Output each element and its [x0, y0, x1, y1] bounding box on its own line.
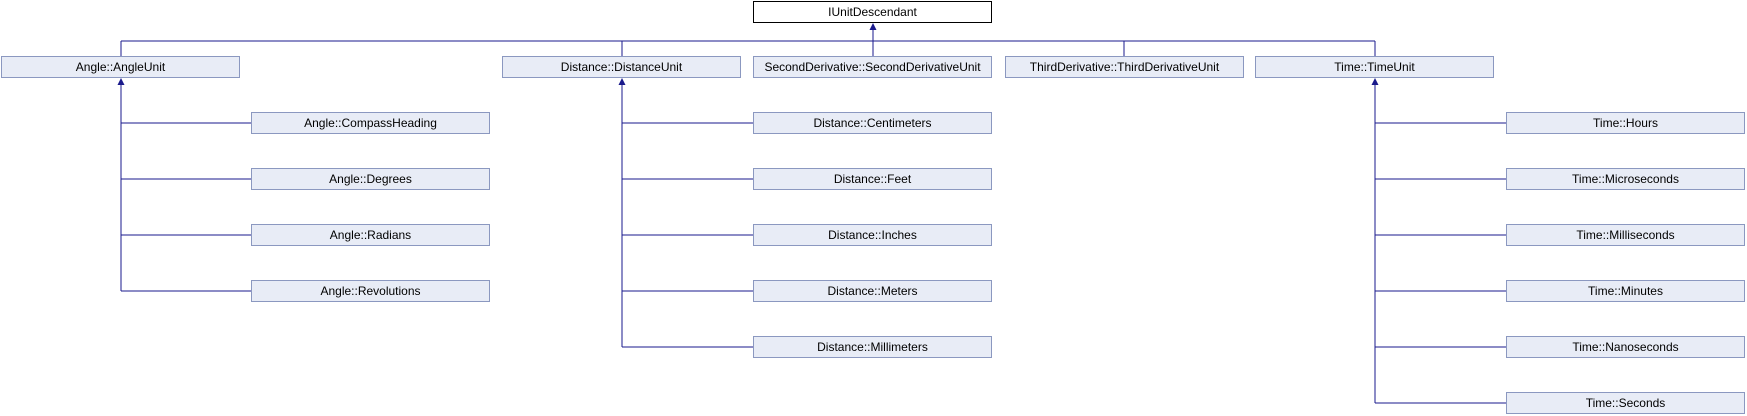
node-angle-radians[interactable]: Angle::Radians: [251, 224, 490, 246]
group-arrowhead-2: [1371, 78, 1379, 85]
node-time-milliseconds[interactable]: Time::Milliseconds: [1506, 224, 1745, 246]
node-angle-compassheading[interactable]: Angle::CompassHeading: [251, 112, 490, 134]
node-time-timeunit[interactable]: Time::TimeUnit: [1255, 56, 1494, 78]
node-distance-inches[interactable]: Distance::Inches: [753, 224, 992, 246]
node-distance-meters[interactable]: Distance::Meters: [753, 280, 992, 302]
node-distance-millimeters[interactable]: Distance::Millimeters: [753, 336, 992, 358]
node-angle-revolutions[interactable]: Angle::Revolutions: [251, 280, 490, 302]
node-angle-angleunit[interactable]: Angle::AngleUnit: [1, 56, 240, 78]
node-time-hours[interactable]: Time::Hours: [1506, 112, 1745, 134]
node-secondderivative-unit[interactable]: SecondDerivative::SecondDerivativeUnit: [753, 56, 992, 78]
node-distance-feet[interactable]: Distance::Feet: [753, 168, 992, 190]
node-time-seconds[interactable]: Time::Seconds: [1506, 392, 1745, 414]
node-distance-distanceunit[interactable]: Distance::DistanceUnit: [502, 56, 741, 78]
node-distance-centimeters[interactable]: Distance::Centimeters: [753, 112, 992, 134]
node-time-nanoseconds[interactable]: Time::Nanoseconds: [1506, 336, 1745, 358]
group-arrowhead-0: [117, 78, 125, 85]
root-arrowhead: [869, 23, 877, 30]
group-arrowhead-1: [618, 78, 626, 85]
node-thirdderivative-unit[interactable]: ThirdDerivative::ThirdDerivativeUnit: [1005, 56, 1244, 78]
node-angle-degrees[interactable]: Angle::Degrees: [251, 168, 490, 190]
node-iunitdescendant: IUnitDescendant: [753, 1, 992, 23]
node-time-microseconds[interactable]: Time::Microseconds: [1506, 168, 1745, 190]
node-time-minutes[interactable]: Time::Minutes: [1506, 280, 1745, 302]
